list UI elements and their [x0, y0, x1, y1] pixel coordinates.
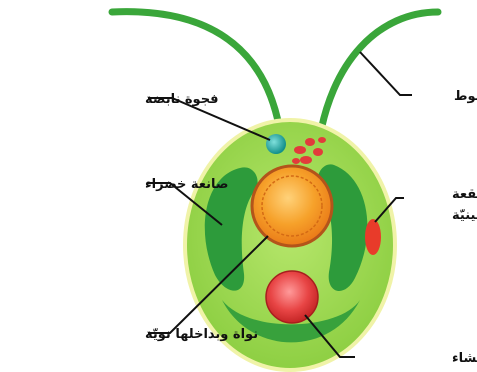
label-nucleus: نواة وبداخلها نويّة [145, 327, 258, 342]
label-chloroplast: صانعة خضراء [145, 177, 228, 192]
eyespot [365, 219, 381, 255]
label-starch: حبيبات النّشاء [452, 351, 477, 366]
starch-granule [266, 271, 318, 323]
flagellum-right [318, 12, 438, 148]
pointer-flagella [360, 52, 412, 95]
label-contractile-vacuole: فجوة نابضة [145, 92, 219, 107]
label-flagella: سوط [454, 89, 477, 104]
nucleus [252, 166, 332, 246]
contractile-vacuole [266, 134, 286, 154]
label-eyespot-line1: بقعة [452, 187, 477, 202]
label-eyespot-line2: عينيّة [452, 208, 477, 223]
